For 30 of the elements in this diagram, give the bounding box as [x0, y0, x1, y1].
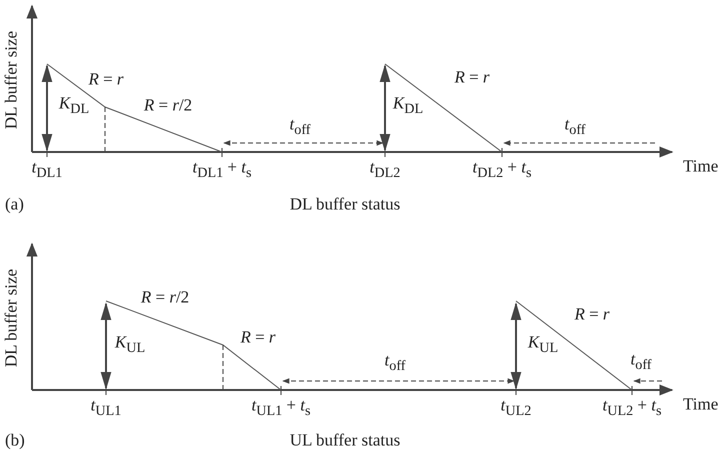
- tick-label: t$_{DL1}$: [32, 158, 62, 182]
- size-label: K$_{UL}$: [528, 334, 558, 356]
- axis-label: Time: [683, 396, 718, 414]
- duration-label: t$_{off}$: [290, 116, 310, 138]
- size-label: K$_{DL}$: [392, 94, 424, 118]
- tick-label: t$_{DL2}$: [370, 158, 400, 182]
- size-label: K$_{DL}$: [58, 94, 90, 118]
- axis-label: DL buffer size: [2, 268, 22, 368]
- rate-label: R = r/2: [140, 288, 190, 308]
- rate-label: R = r: [454, 68, 490, 88]
- tick-label: t$_{DL2}$ + t$_{s}$: [472, 158, 532, 182]
- duration-label: t$_{off}$: [630, 350, 652, 374]
- panel-caption: UL buffer status: [290, 432, 400, 450]
- duration-label: t$_{off}$: [564, 116, 586, 138]
- rate-label: R = r: [574, 306, 610, 324]
- tick-label: t$_{UL1}$ + t$_{s}$: [251, 396, 311, 420]
- axis-label: DL buffer size: [2, 30, 22, 130]
- tick-label: t$_{UL1}$: [90, 396, 122, 420]
- duration-label: t$_{off}$: [384, 352, 406, 374]
- tick-label: t$_{UL2}$: [500, 396, 532, 420]
- rate-label: R = r: [240, 328, 276, 348]
- size-label: K$_{UL}$: [114, 334, 146, 356]
- tick-label: t$_{UL2}$ + t$_{s}$: [602, 396, 662, 420]
- axis-label: Time: [683, 158, 718, 176]
- panel-label: (a): [5, 196, 24, 214]
- panel-caption: DL buffer status: [290, 196, 400, 214]
- rate-label: R = r: [88, 70, 124, 90]
- rate-label: R = r/2: [144, 96, 192, 116]
- panel-label: (b): [5, 432, 25, 450]
- tick-label: t$_{DL1}$ + t$_{s}$: [192, 158, 252, 182]
